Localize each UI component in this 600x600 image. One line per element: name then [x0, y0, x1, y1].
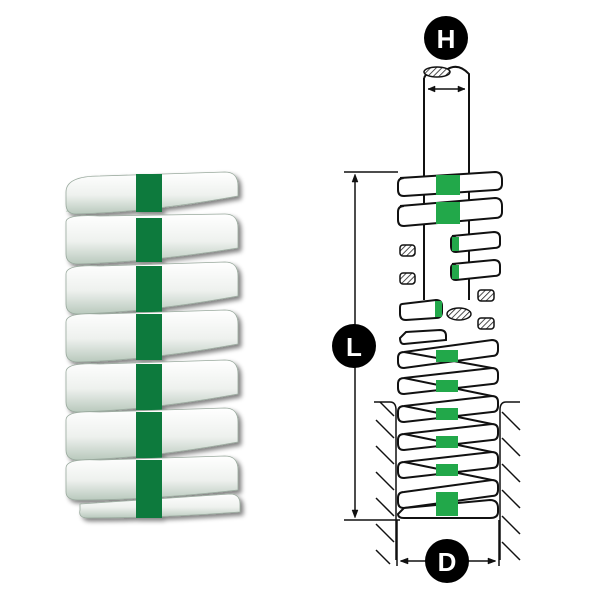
spring-coil: [65, 359, 239, 413]
drawing-coil: [396, 328, 499, 519]
spring-photo: [65, 171, 241, 519]
badge-l: L: [332, 324, 376, 368]
bore-wall-left: [374, 401, 397, 565]
badge-h: H: [424, 16, 468, 60]
drawing-coil: [397, 170, 503, 322]
spring-ground-end: [79, 493, 241, 519]
spring-coil: [65, 309, 239, 363]
spring-coil: [65, 213, 239, 265]
wire-sections: [399, 244, 495, 330]
spring-drawing: [344, 65, 521, 566]
badge-d: D: [425, 539, 469, 583]
badge-h-label: H: [437, 24, 456, 54]
spring-coil: [65, 171, 239, 215]
spring-coil: [65, 407, 239, 461]
spring-coil: [65, 455, 239, 501]
badge-d-label: D: [438, 547, 457, 577]
spring-coil: [65, 261, 239, 315]
bore-wall-right: [499, 401, 521, 561]
badge-l-label: L: [346, 332, 362, 362]
